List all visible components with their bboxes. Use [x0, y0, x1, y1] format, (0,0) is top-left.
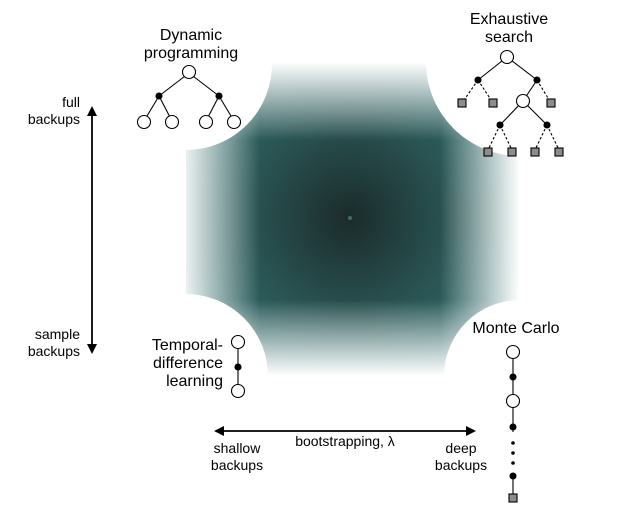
ellipsis-dot [511, 451, 515, 455]
td-chain [230, 334, 246, 399]
svg-text:Monte Carlo: Monte Carlo [472, 320, 559, 337]
action-node [234, 363, 242, 371]
exhaustive-search-label: Exhaustive search [470, 11, 548, 46]
terminal-node [507, 147, 517, 157]
state-node [164, 114, 180, 130]
action-node [496, 121, 504, 129]
monte-carlo-label: Monte Carlo [472, 320, 559, 337]
svg-text:sample: sample [35, 326, 80, 342]
terminal-node [488, 98, 498, 108]
svg-text:search: search [485, 29, 533, 46]
svg-text:backups: backups [28, 343, 80, 359]
terminal-node [554, 147, 564, 157]
action-node [215, 92, 223, 100]
svg-text:Exhaustive: Exhaustive [470, 11, 548, 28]
svg-text:backups: backups [211, 457, 263, 473]
state-node [499, 49, 515, 65]
action-node [509, 373, 517, 381]
state-node [230, 383, 246, 399]
state-node [198, 114, 214, 130]
bootstrapping-label: bootstrapping, λ [295, 433, 395, 449]
state-node [505, 344, 521, 360]
terminal-node [546, 98, 556, 108]
svg-text:learning: learning [166, 373, 223, 390]
state-node [181, 64, 197, 80]
action-node [533, 76, 541, 84]
shallow-backups-label: shallow backups [211, 440, 263, 473]
svg-text:Dynamic: Dynamic [160, 27, 222, 44]
dynamic-programming-label: Dynamic programming [144, 27, 238, 62]
svg-text:difference: difference [153, 355, 223, 372]
center-dot [348, 216, 352, 220]
shaded-region [186, 62, 520, 376]
sample-backups-label: sample backups [28, 326, 80, 359]
state-node [136, 114, 152, 130]
shaded-space [178, 60, 522, 378]
state-node [505, 393, 521, 409]
svg-text:backups: backups [28, 111, 80, 127]
svg-text:backups: backups [435, 457, 487, 473]
exhaustive-search-tree [457, 49, 564, 157]
fade-top [178, 60, 522, 140]
svg-text:Temporal-: Temporal- [152, 337, 223, 354]
action-node [509, 423, 517, 431]
terminal-node [508, 493, 518, 503]
state-node [230, 334, 246, 350]
deep-backups-label: deep backups [435, 440, 487, 473]
svg-text:shallow: shallow [214, 440, 262, 456]
temporal-difference-label: Temporal- difference learning [152, 337, 223, 390]
state-node [515, 93, 531, 109]
fade-bottom [178, 298, 522, 378]
ellipsis-dot [511, 441, 515, 445]
svg-text:programming: programming [144, 45, 238, 62]
action-node [509, 472, 517, 480]
ellipsis-dot [511, 461, 515, 465]
action-node [155, 92, 163, 100]
terminal-node [483, 147, 493, 157]
state-node [226, 114, 242, 130]
full-backups-label: full backups [28, 94, 80, 127]
terminal-node [457, 98, 467, 108]
svg-text:full: full [62, 94, 80, 110]
svg-text:deep: deep [445, 440, 476, 456]
terminal-node [530, 147, 540, 157]
monte-carlo-chain [505, 344, 521, 503]
action-node [474, 76, 482, 84]
dynamic-programming-tree [136, 64, 242, 130]
action-node [543, 121, 551, 129]
